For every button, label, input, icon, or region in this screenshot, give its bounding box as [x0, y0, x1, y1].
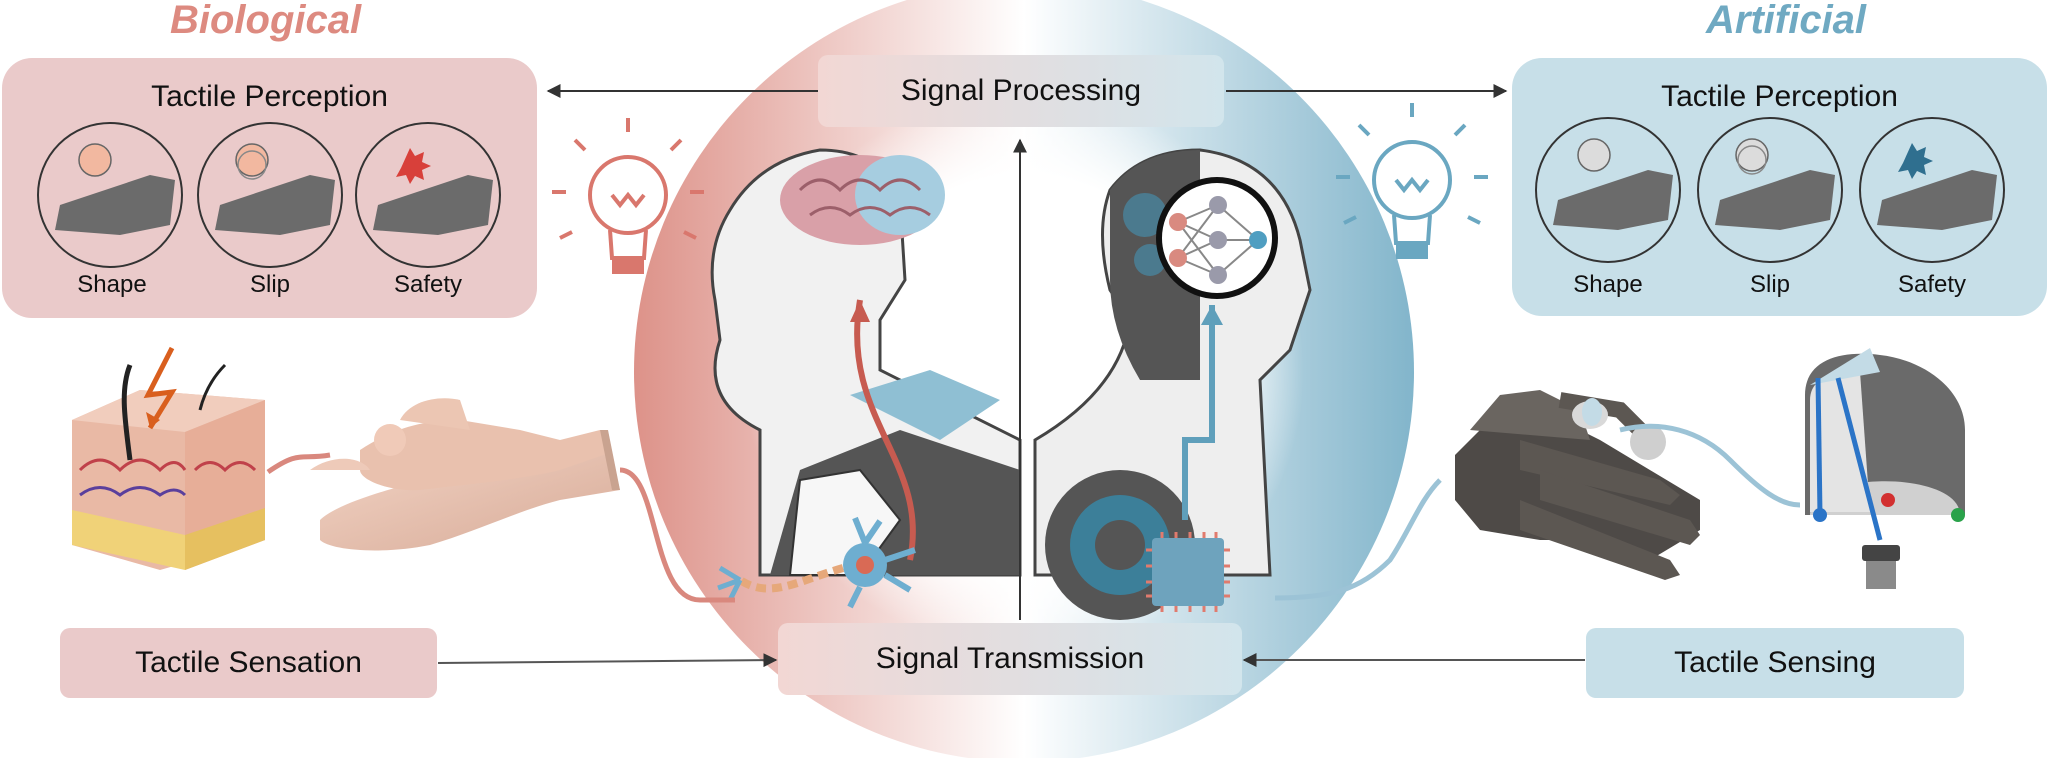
- signal-transmission-box: Signal Transmission: [778, 623, 1242, 695]
- art-slip-hand-icon: [1697, 117, 1843, 263]
- arrow-sensation-to-transmission: [437, 653, 778, 668]
- art-cable-chip-hand: [1274, 478, 1442, 601]
- art-shape-hand-icon: [1535, 117, 1681, 263]
- tactile-sensing-box: Tactile Sensing: [1586, 628, 1964, 698]
- tactile-sensation-box: Tactile Sensation: [60, 628, 437, 698]
- bio-shape-hand-icon: [37, 122, 183, 268]
- neuron-illustration: [717, 516, 916, 609]
- bio-slip-hand-icon: [197, 122, 343, 268]
- heading-artificial: Artificial: [1706, 0, 1867, 42]
- vision-sensor-illustration: [1805, 348, 1965, 589]
- bio-nerve-line-skin: [266, 452, 331, 475]
- bio-safety-hand-icon: [355, 122, 501, 268]
- heading-biological: Biological: [170, 0, 362, 42]
- human-hand-illustration: [310, 398, 620, 551]
- robot-head-illustration: [1033, 148, 1312, 620]
- skin-layers-illustration: [72, 346, 265, 570]
- art-lightbulb-icon: [1336, 103, 1488, 259]
- bio-lightbulb-icon: [552, 118, 704, 274]
- human-head-illustration: [710, 148, 1022, 577]
- chip-illustration: [1146, 532, 1230, 612]
- art-cable-hand-sensor: [1619, 423, 1801, 508]
- bio-nerve-line-hand: [619, 467, 735, 603]
- art-safety-hand-icon: [1859, 117, 2005, 263]
- robot-hand-illustration: [1455, 390, 1700, 580]
- signal-processing-box: Signal Processing: [818, 55, 1224, 127]
